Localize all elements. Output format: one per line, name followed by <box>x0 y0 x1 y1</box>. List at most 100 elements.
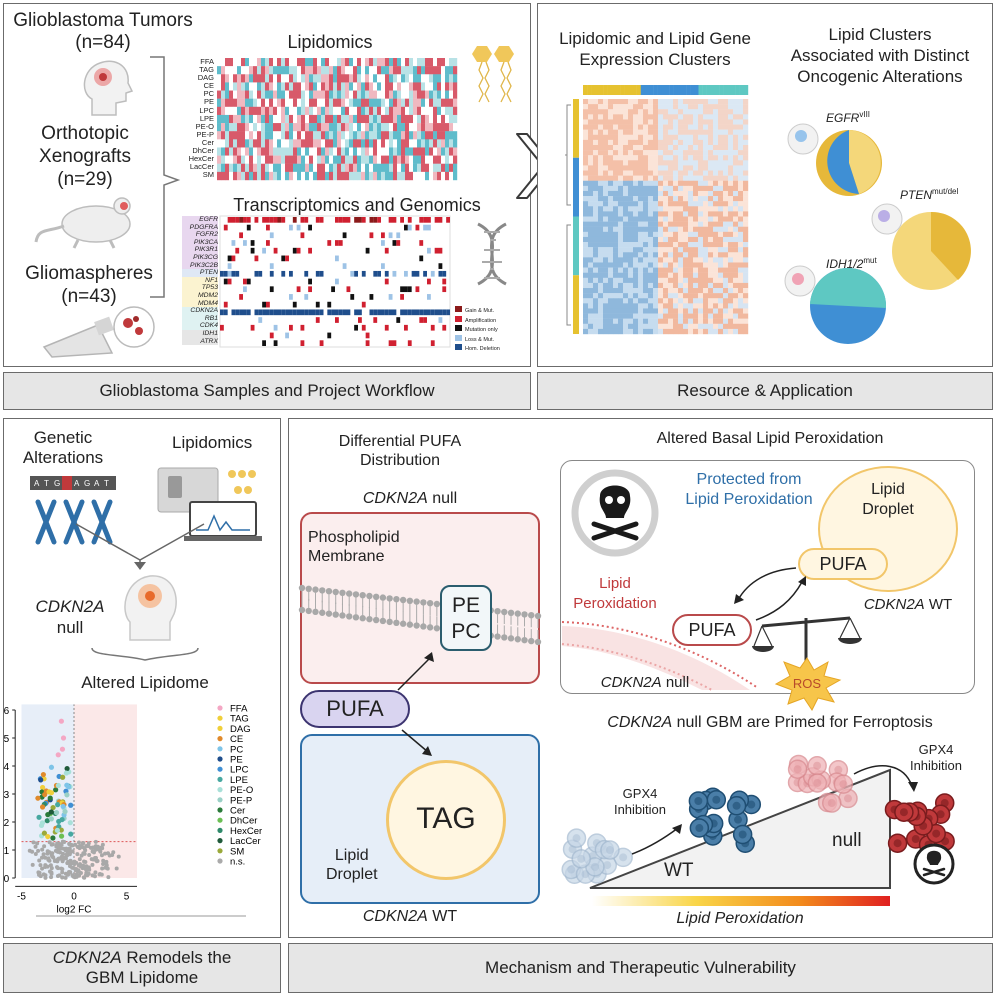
oncoprint-cell <box>381 263 385 269</box>
cluster-cell <box>608 185 614 192</box>
cluster-cell <box>598 277 604 284</box>
cluster-cell <box>713 165 719 171</box>
cluster-cell <box>708 155 714 161</box>
heatmap-cell <box>301 139 306 148</box>
cluster-cell <box>648 139 654 146</box>
heatmap-cell <box>377 147 382 156</box>
cluster-cell <box>618 262 624 268</box>
heatmap-cell <box>289 147 294 156</box>
ns-point <box>49 870 54 875</box>
cluster-cell <box>668 257 674 263</box>
cell-nucleus <box>695 824 704 833</box>
convergence-arrows <box>75 523 205 570</box>
heatmap-cell <box>385 123 390 132</box>
heatmap-cell <box>285 163 290 173</box>
pufa-droplet-node[interactable]: PUFA <box>798 548 888 580</box>
cluster-cell <box>623 221 629 227</box>
cluster-annotation <box>739 85 745 95</box>
oncoprint-cell <box>269 332 274 339</box>
cluster-cell <box>598 119 604 125</box>
cluster-cell <box>603 328 609 335</box>
heatmap-cell <box>261 90 266 99</box>
heatmap-cell <box>345 66 350 75</box>
heatmap-cell <box>449 74 454 83</box>
heatmap-cell <box>301 163 306 173</box>
cluster-cell <box>598 196 604 202</box>
lipidomics-heatmap <box>217 58 458 181</box>
pufa-node[interactable]: PUFA <box>300 690 410 728</box>
lipid-head <box>352 614 360 621</box>
lipid-head <box>406 621 414 628</box>
cluster-cell <box>703 109 709 115</box>
pufa-membrane-node[interactable]: PUFA <box>672 614 752 646</box>
lipid-head <box>352 591 360 598</box>
cluster-cell <box>633 267 639 273</box>
heatmap-cell <box>437 139 442 148</box>
heatmap-cell <box>429 90 434 99</box>
cluster-cell <box>673 139 679 146</box>
ns-point <box>76 840 81 845</box>
cluster-cell <box>613 196 619 202</box>
cluster-annotation <box>644 85 650 95</box>
cluster-cell <box>648 328 654 335</box>
cluster-cell <box>688 293 694 299</box>
oncoprint-cell <box>419 217 424 223</box>
cluster-cell <box>613 155 619 161</box>
cluster-cell <box>623 155 629 161</box>
svg-text:A: A <box>34 479 40 488</box>
oncoprint-cell <box>223 270 228 277</box>
heatmap-cell <box>421 139 426 148</box>
ns-point <box>40 866 45 871</box>
ns-point <box>60 839 65 844</box>
cluster-cell <box>588 308 594 314</box>
heatmap-cell <box>245 123 250 132</box>
oncoprint-cell <box>400 286 404 293</box>
heatmap-cell <box>341 171 346 181</box>
heatmap-cell <box>349 66 354 75</box>
cluster-cell <box>613 170 619 176</box>
heatmap-cell <box>453 114 458 124</box>
cluster-cell <box>688 190 694 197</box>
heatmap-cell <box>345 90 350 99</box>
oncoprint-cell <box>269 232 274 239</box>
cluster-cell <box>693 247 699 253</box>
heatmap-cell <box>257 163 262 173</box>
cluster-cell <box>718 201 724 207</box>
cluster-cell <box>728 165 734 171</box>
cluster-cell <box>653 277 659 284</box>
oncoprint-cell <box>342 232 347 239</box>
cluster-cell <box>703 231 709 238</box>
cdkn-wt-label: CDKN2A WT <box>863 596 953 613</box>
cluster-cell <box>698 277 704 284</box>
oncoprint-cell <box>404 270 408 277</box>
cluster-cell <box>653 160 659 166</box>
ns-point <box>57 873 62 878</box>
diff-pufa-heading: Differential PUFA Distribution <box>338 433 462 469</box>
cluster-cell <box>683 104 689 110</box>
cluster-cell <box>618 190 624 197</box>
ns-point <box>30 849 35 854</box>
cell-nucleus <box>899 808 908 817</box>
gene-row-label: ATRX <box>182 337 218 346</box>
cluster-cell <box>613 144 619 151</box>
cluster-cell <box>643 155 649 161</box>
heatmap-cell <box>317 66 322 75</box>
heatmap-cell <box>433 123 438 132</box>
cluster-cell <box>663 293 669 299</box>
sig-point <box>54 827 60 833</box>
cluster-cell <box>633 288 639 294</box>
cluster-cell <box>658 303 664 309</box>
heatmap-cell <box>441 74 446 83</box>
cluster-cell <box>638 160 644 166</box>
cluster-cell <box>743 99 749 105</box>
legend-dot <box>217 756 223 762</box>
ns-point <box>93 839 98 844</box>
heatmap-cell <box>401 131 406 140</box>
cluster-cell <box>713 262 719 268</box>
oncoprint-cell <box>231 240 236 246</box>
oncoprint-cell <box>342 309 347 316</box>
heatmap-cell <box>269 171 274 181</box>
cluster-cell <box>648 221 654 227</box>
cluster-cell <box>673 160 679 166</box>
cluster-cell <box>603 242 609 248</box>
